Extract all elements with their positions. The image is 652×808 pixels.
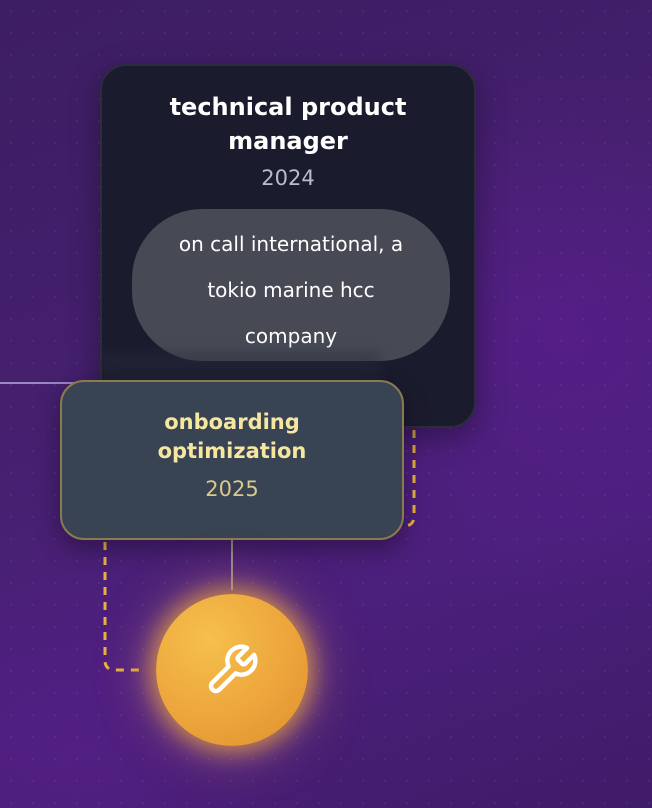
company-pill: on call international, a tokio marine hc…	[132, 209, 450, 361]
dashed-connector-right	[403, 430, 416, 528]
dashed-connector-left	[103, 542, 145, 672]
role-title: technical product manager	[169, 93, 407, 155]
project-card[interactable]: onboarding optimization 2025	[60, 380, 404, 540]
wrench-icon	[208, 644, 258, 694]
project-year: 2025	[205, 477, 259, 501]
role-year: 2024	[261, 166, 315, 190]
project-title: onboarding optimization	[157, 410, 307, 463]
skill-node-button[interactable]	[156, 594, 308, 746]
